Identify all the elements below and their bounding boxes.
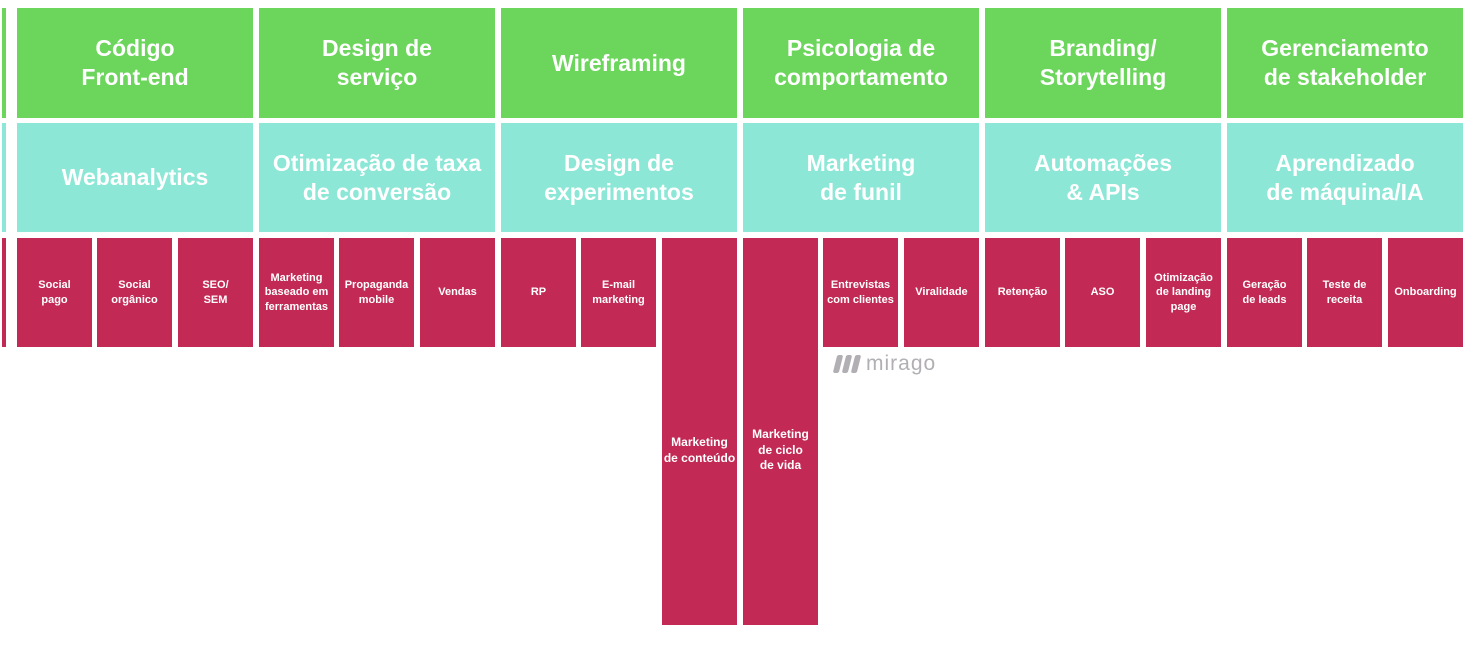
skill-cell-label: Marketing de conteúdo bbox=[663, 434, 736, 465]
skill-cell: Social pago bbox=[17, 238, 92, 347]
mid-skill-label: Otimização de taxa de conversão bbox=[272, 149, 482, 205]
skill-column-4: Psicologia de comportamento Marketing de… bbox=[743, 0, 979, 656]
skill-cell-label: Teste de receita bbox=[1322, 279, 1367, 306]
top-skill-block: Código Front-end bbox=[17, 8, 253, 118]
skill-cell-label: SEO/ SEM bbox=[202, 279, 229, 306]
skill-cell: Marketing baseado em ferramentas bbox=[259, 238, 334, 347]
skill-cell: Propaganda mobile bbox=[339, 238, 414, 347]
skill-cell-label: Viralidade bbox=[915, 286, 968, 299]
skill-cell-label: Otimização de landing page bbox=[1154, 272, 1213, 313]
skill-cell-label: Geração de leads bbox=[1242, 279, 1287, 306]
top-skill-label: Gerenciamento de stakeholder bbox=[1261, 35, 1429, 90]
skill-column-6: Gerenciamento de stakeholder Aprendizado… bbox=[1227, 0, 1463, 656]
mid-skill-block: Marketing de funil bbox=[743, 123, 979, 232]
skill-cell: Teste de receita bbox=[1307, 238, 1382, 347]
top-skill-block: Gerenciamento de stakeholder bbox=[1227, 8, 1463, 118]
cropped-crimson-block-sliver bbox=[2, 238, 6, 347]
mid-skill-block: Aprendizado de máquina/IA bbox=[1227, 123, 1463, 232]
skill-cell: Viralidade bbox=[904, 238, 979, 347]
skill-cell-label: Marketing baseado em ferramentas bbox=[264, 272, 329, 313]
skill-cell: Onboarding bbox=[1388, 238, 1463, 347]
skill-column-5: Branding/ Storytelling Automações & APIs… bbox=[985, 0, 1221, 656]
mid-skill-label: Webanalytics bbox=[61, 164, 209, 191]
mid-skill-block: Design de experimentos bbox=[501, 123, 737, 232]
skill-cell: Otimização de landing page bbox=[1146, 238, 1221, 347]
mid-skill-block: Webanalytics bbox=[17, 123, 253, 232]
top-skill-block: Design de serviço bbox=[259, 8, 495, 118]
top-skill-label: Branding/ Storytelling bbox=[1039, 35, 1167, 90]
mirago-logo-text: mirago bbox=[866, 352, 937, 375]
skill-cell-label: Vendas bbox=[438, 286, 477, 299]
mid-skill-label: Design de experimentos bbox=[544, 149, 694, 205]
skill-cell-label: E-mail marketing bbox=[592, 279, 645, 306]
skill-cell-label: RP bbox=[530, 286, 547, 299]
skill-cell: Retenção bbox=[985, 238, 1060, 347]
skill-cell-label: Onboarding bbox=[1394, 286, 1457, 299]
skill-cell-label: Retenção bbox=[997, 286, 1048, 299]
top-skill-block: Branding/ Storytelling bbox=[985, 8, 1221, 118]
skill-cell-label: Entrevistas com clientes bbox=[827, 279, 894, 306]
top-skill-label: Wireframing bbox=[552, 49, 686, 76]
mid-skill-block: Automações & APIs bbox=[985, 123, 1221, 232]
skill-cell-tall: Marketing de ciclo de vida bbox=[743, 238, 818, 625]
top-skill-block: Wireframing bbox=[501, 8, 737, 118]
skill-cell: Entrevistas com clientes bbox=[823, 238, 898, 347]
skill-column-3: Wireframing Design de experimentos RP E-… bbox=[501, 0, 737, 656]
skill-cell-label: Social orgânico bbox=[111, 279, 158, 306]
skill-column-1: Código Front-end Webanalytics Social pag… bbox=[17, 0, 253, 656]
mid-skill-label: Aprendizado de máquina/IA bbox=[1266, 149, 1424, 205]
skill-cell: SEO/ SEM bbox=[178, 238, 253, 347]
skill-cell: ASO bbox=[1065, 238, 1140, 347]
skill-column-2: Design de serviço Otimização de taxa de … bbox=[259, 0, 495, 656]
skill-cell-label: ASO bbox=[1090, 286, 1115, 299]
skill-cell: RP bbox=[501, 238, 576, 347]
top-skill-label: Psicologia de comportamento bbox=[774, 35, 948, 90]
mid-skill-block: Otimização de taxa de conversão bbox=[259, 123, 495, 232]
mirago-logo: mirago bbox=[832, 352, 937, 376]
top-skill-label: Design de serviço bbox=[322, 35, 432, 90]
three-slanted-bars-icon bbox=[832, 355, 862, 373]
skill-cell: E-mail marketing bbox=[581, 238, 656, 347]
skill-cell: Social orgânico bbox=[97, 238, 172, 347]
top-skill-block: Psicologia de comportamento bbox=[743, 8, 979, 118]
skill-cell: Vendas bbox=[420, 238, 495, 347]
skill-cell-label: Propaganda mobile bbox=[344, 279, 409, 306]
cropped-green-block-sliver bbox=[2, 8, 6, 118]
skill-cell: Geração de leads bbox=[1227, 238, 1302, 347]
skill-cell-label: Marketing de ciclo de vida bbox=[752, 427, 809, 473]
cropped-teal-block-sliver bbox=[2, 123, 6, 232]
top-skill-label: Código Front-end bbox=[81, 35, 189, 90]
skill-cell-tall: Marketing de conteúdo bbox=[662, 238, 737, 625]
mid-skill-label: Marketing de funil bbox=[806, 149, 916, 205]
skill-cell-label: Social pago bbox=[38, 279, 71, 306]
mid-skill-label: Automações & APIs bbox=[1033, 149, 1173, 205]
